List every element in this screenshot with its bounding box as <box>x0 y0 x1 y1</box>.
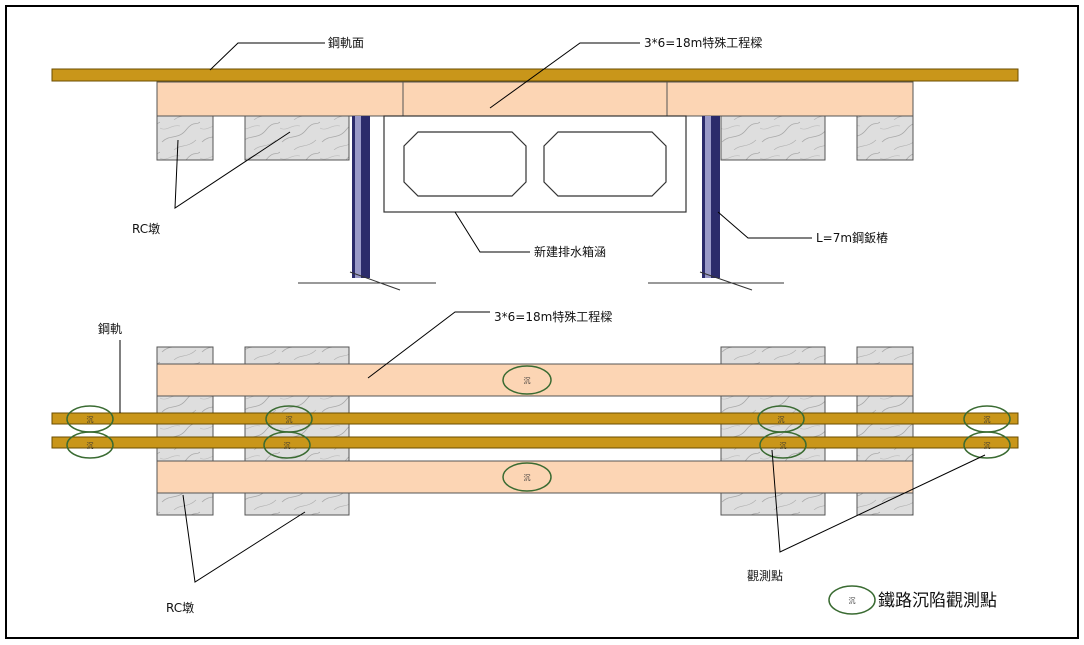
legend-marker <box>828 585 876 615</box>
beam-plan-top <box>156 363 914 397</box>
svg-text:沉: 沉 <box>984 416 991 424</box>
label-beam-top: 3*6=18m特殊工程樑 <box>644 35 762 50</box>
legend: 沉 鐵路沉陷觀測點 <box>828 585 997 615</box>
svg-text:沉: 沉 <box>284 442 291 450</box>
beam-segment-1 <box>156 81 404 117</box>
obs-marker-beam-bottom: 沉 <box>502 462 552 492</box>
label-observation-points: 觀測點 <box>747 569 783 583</box>
svg-text:沉: 沉 <box>87 442 94 450</box>
rc-pier-elev-3 <box>720 115 826 161</box>
rc-pier-elev-4 <box>856 115 914 161</box>
beam-segment-3 <box>666 81 914 117</box>
svg-text:沉: 沉 <box>984 442 991 450</box>
svg-text:沉: 沉 <box>780 442 787 450</box>
label-rail: 鋼軌 <box>98 321 122 336</box>
rc-pier-elev-1 <box>156 115 214 161</box>
culvert-cell-left <box>403 131 527 197</box>
rc-pier-elev-2 <box>244 115 350 161</box>
elevation-view: 鋼軌面 3*6=18m特殊工程樑 RC墩 新建排水箱涵 L=7m鋼鈑樁 <box>51 35 1019 291</box>
svg-text:沉: 沉 <box>524 474 531 482</box>
label-box-culvert: 新建排水箱涵 <box>534 244 606 259</box>
label-rail-top-surface: 鋼軌面 <box>328 35 364 50</box>
label-rc-pier-bottom: RC墩 <box>166 601 194 615</box>
obs-marker-rail2-3: 沉 <box>759 431 807 459</box>
obs-marker-beam-top: 沉 <box>502 365 552 395</box>
obs-marker-rail2-2: 沉 <box>263 431 311 459</box>
label-beam-bottom: 3*6=18m特殊工程樑 <box>494 309 612 324</box>
obs-marker-rail2-4: 沉 <box>963 431 1011 459</box>
svg-text:沉: 沉 <box>87 416 94 424</box>
svg-text:沉: 沉 <box>286 416 293 424</box>
culvert-cell-right <box>543 131 667 197</box>
label-sheet-pile: L=7m鋼鈑樁 <box>816 231 888 245</box>
svg-text:沉: 沉 <box>524 377 531 385</box>
beam-segment-2 <box>402 81 668 117</box>
obs-marker-rail2-1: 沉 <box>66 431 114 459</box>
svg-text:沉: 沉 <box>778 416 785 424</box>
beam-plan-bottom <box>156 460 914 494</box>
plan-view: 沉 沉 沉 沉 沉 沉 沉 沉 <box>51 309 1019 615</box>
legend-text: 鐵路沉陷觀測點 <box>878 591 997 611</box>
rail-plan-2 <box>51 436 1019 449</box>
svg-text:沉: 沉 <box>849 597 856 605</box>
rail-plan-1 <box>51 412 1019 425</box>
label-rc-pier-top: RC墩 <box>132 222 160 236</box>
